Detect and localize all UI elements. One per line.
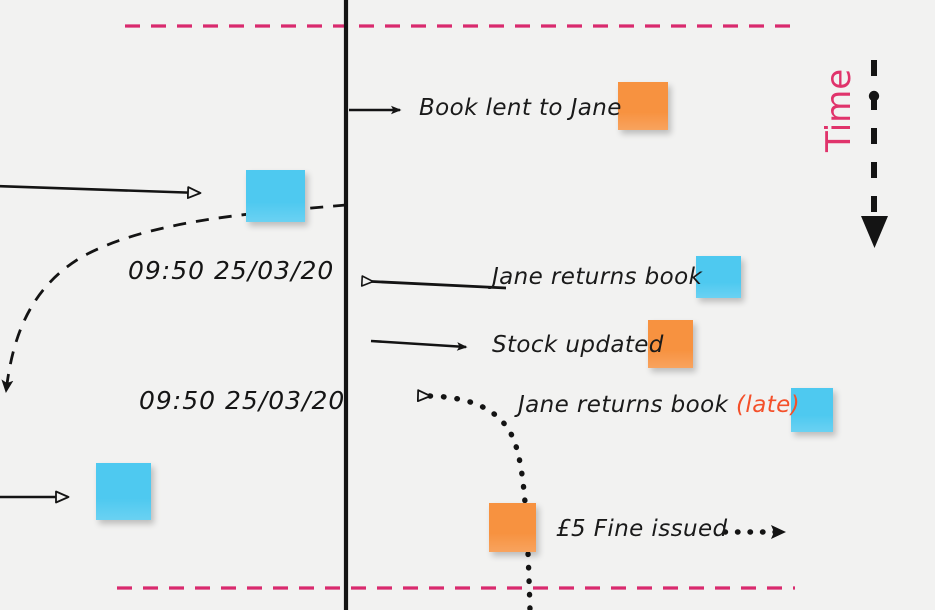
label-book-lent-to-jane: Book lent to Jane xyxy=(419,95,622,121)
label-stock-updated: Stock updated xyxy=(492,332,664,358)
arrow-jane-returns-book xyxy=(360,275,507,290)
arrow-left-dashed-curve xyxy=(1,203,347,393)
time-axis-arrow xyxy=(861,60,888,248)
timestamp-upper: 09:50 25/03/20 xyxy=(128,256,335,285)
timestamp-lower: 09:50 25/03/20 xyxy=(139,386,346,415)
sticky-note-jane-returns[interactable] xyxy=(696,256,741,298)
sticky-note-book-lent[interactable] xyxy=(618,82,668,130)
label-jane-returns-book-late: Jane returns book (late) xyxy=(518,394,800,417)
sticky-note-left-upper[interactable] xyxy=(246,170,305,222)
label-late-base-text: Jane returns book xyxy=(518,392,737,418)
sticky-note-left-lower[interactable] xyxy=(96,463,151,520)
time-axis-label: Time xyxy=(819,68,859,152)
arrow-left-incoming-upper xyxy=(0,184,202,199)
sticky-note-fine-issued[interactable] xyxy=(489,503,536,552)
arrow-stock-updated xyxy=(370,339,468,351)
label-jane-returns-book: Jane returns book xyxy=(492,264,703,290)
sticky-note-jane-returns-late[interactable] xyxy=(791,388,833,432)
label-fine-issued: £5 Fine issued xyxy=(556,516,728,542)
label-late-accent-text: (late) xyxy=(736,392,801,418)
sticky-note-stock-updated[interactable] xyxy=(648,320,693,368)
